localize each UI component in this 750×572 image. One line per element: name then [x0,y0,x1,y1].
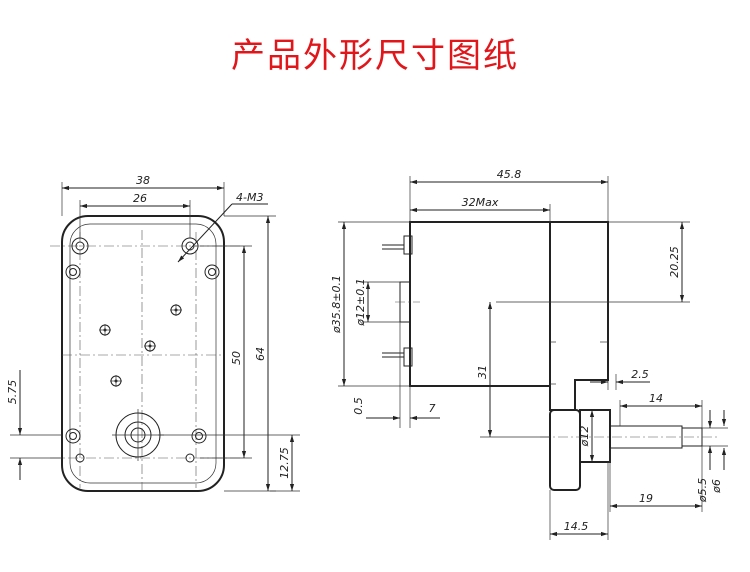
drawing-title: 产品外形尺寸图纸 [231,36,519,76]
dim-flat-dia: ø5.5 [696,478,709,503]
dim-shaft-step: 2.5 [631,368,649,381]
dim-bottom-offset: 12.75 [278,447,291,479]
gear-pivots [99,304,182,387]
dim-motor-dia: ø35.8±0.1 [330,275,343,334]
gearbox-lower [549,409,581,491]
dim-hole-callout: 4-M3 [236,191,263,204]
dim-left-offset: 5.75 [6,380,19,405]
gearbox-inner-outline [69,223,217,484]
dim-terminal: 7 [429,402,436,415]
dim-motor-length: 32Max [462,196,499,209]
side-view: 45.8 32Max 20.25 ø35.8±0.1 ø12±0.1 31 0.… [330,168,728,540]
dim-boss-dia: ø12±0.1 [354,278,367,326]
dim-height-holes: 50 [230,351,243,365]
dim-width-holes: 26 [133,192,147,205]
dim-top-offset: 20.25 [668,246,681,278]
dim-shaft-dia: ø6 [710,479,723,494]
mount-hole-br [191,428,207,444]
output-shaft-boss [112,409,164,461]
front-view: 38 26 4-M3 50 64 5.75 12.75 [6,174,300,492]
dim-shaft-length: 19 [639,492,653,505]
dim-height-outer: 64 [254,347,267,361]
dim-gearbox-thk: 14.5 [564,520,589,533]
mount-hole-mr [204,264,220,280]
motor-body [409,221,551,387]
dim-width-outer: 38 [136,174,150,187]
gearbox-outline [61,215,225,492]
motor-terminals [382,235,413,367]
dim-center-height: 31 [476,365,489,379]
dim-total-length: 45.8 [497,168,522,181]
dim-hub-dia: ø12 [578,426,591,448]
dim-flat-length: 14 [649,392,663,405]
dim-boss-thk: 0.5 [352,397,365,415]
mount-hole-bl [65,428,81,444]
mount-hole-ml [65,264,81,280]
